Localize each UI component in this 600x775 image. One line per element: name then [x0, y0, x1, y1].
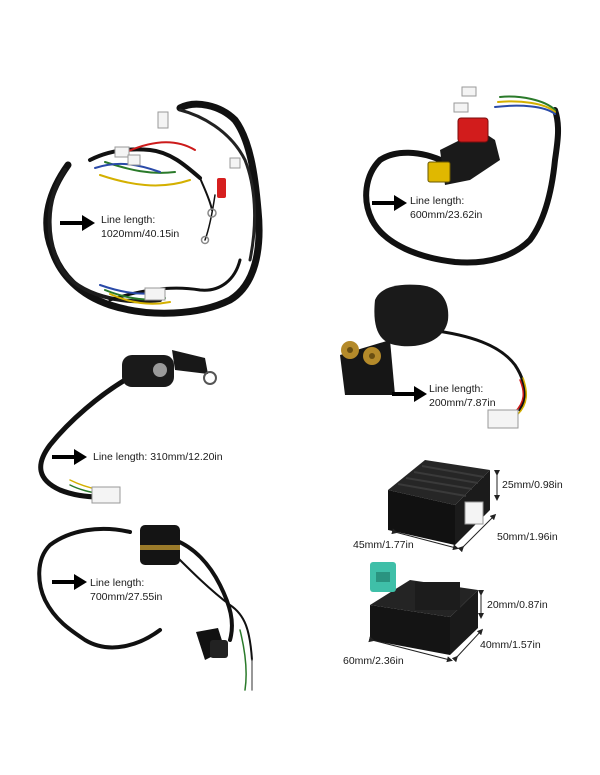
harness-length-label: Line length: 1020mm/40.15in [101, 213, 179, 241]
arrow-harness-icon [60, 215, 95, 231]
coil-length-line2: 700mm/27.55in [90, 591, 163, 604]
relay-length-line1: Line length: [429, 383, 484, 395]
starter-relay-image [340, 284, 528, 429]
regulator-height-label: 25mm/0.98in [502, 479, 563, 491]
relay-length-label: Line length: 200mm/7.87in [429, 382, 496, 410]
kill-switch-length-line2: 600mm/23.62in [410, 209, 483, 222]
coil-length-label: Line length: 700mm/27.55in [90, 576, 162, 604]
kill-switch-length-label: Line length: 600mm/23.62in [410, 194, 482, 222]
arrow-kill-switch-icon [372, 195, 407, 211]
harness-length-line1: Line length: [101, 214, 156, 226]
harness-length-line2: 1020mm/40.15in [101, 228, 180, 241]
cdi-height-label: 20mm/0.87in [487, 599, 548, 611]
coil-length-line1: Line length: [90, 577, 145, 589]
cdi-width-label: 60mm/2.36in [343, 655, 404, 667]
arrow-coil-icon [52, 574, 87, 590]
regulator-depth-label: 50mm/1.96in [497, 531, 558, 543]
ignition-switch-length-label: Line length: 310mm/12.20in [93, 451, 223, 463]
ignition-coil-image [37, 525, 253, 691]
pointer-arrows [52, 195, 427, 590]
arrow-ignition-switch-icon [52, 449, 87, 465]
regulator-width-label: 45mm/1.77in [353, 539, 414, 551]
ignition-switch-image [38, 350, 217, 504]
cdi-box-image [368, 562, 484, 663]
kill-switch-image [363, 86, 561, 266]
relay-length-line2: 200mm/7.87in [429, 397, 496, 410]
arrow-relay-icon [392, 386, 427, 402]
wiring-harness-image [43, 100, 263, 317]
cdi-depth-label: 40mm/1.57in [480, 639, 541, 651]
regulator-image [388, 460, 500, 553]
kill-switch-length-line1: Line length: [410, 195, 465, 207]
